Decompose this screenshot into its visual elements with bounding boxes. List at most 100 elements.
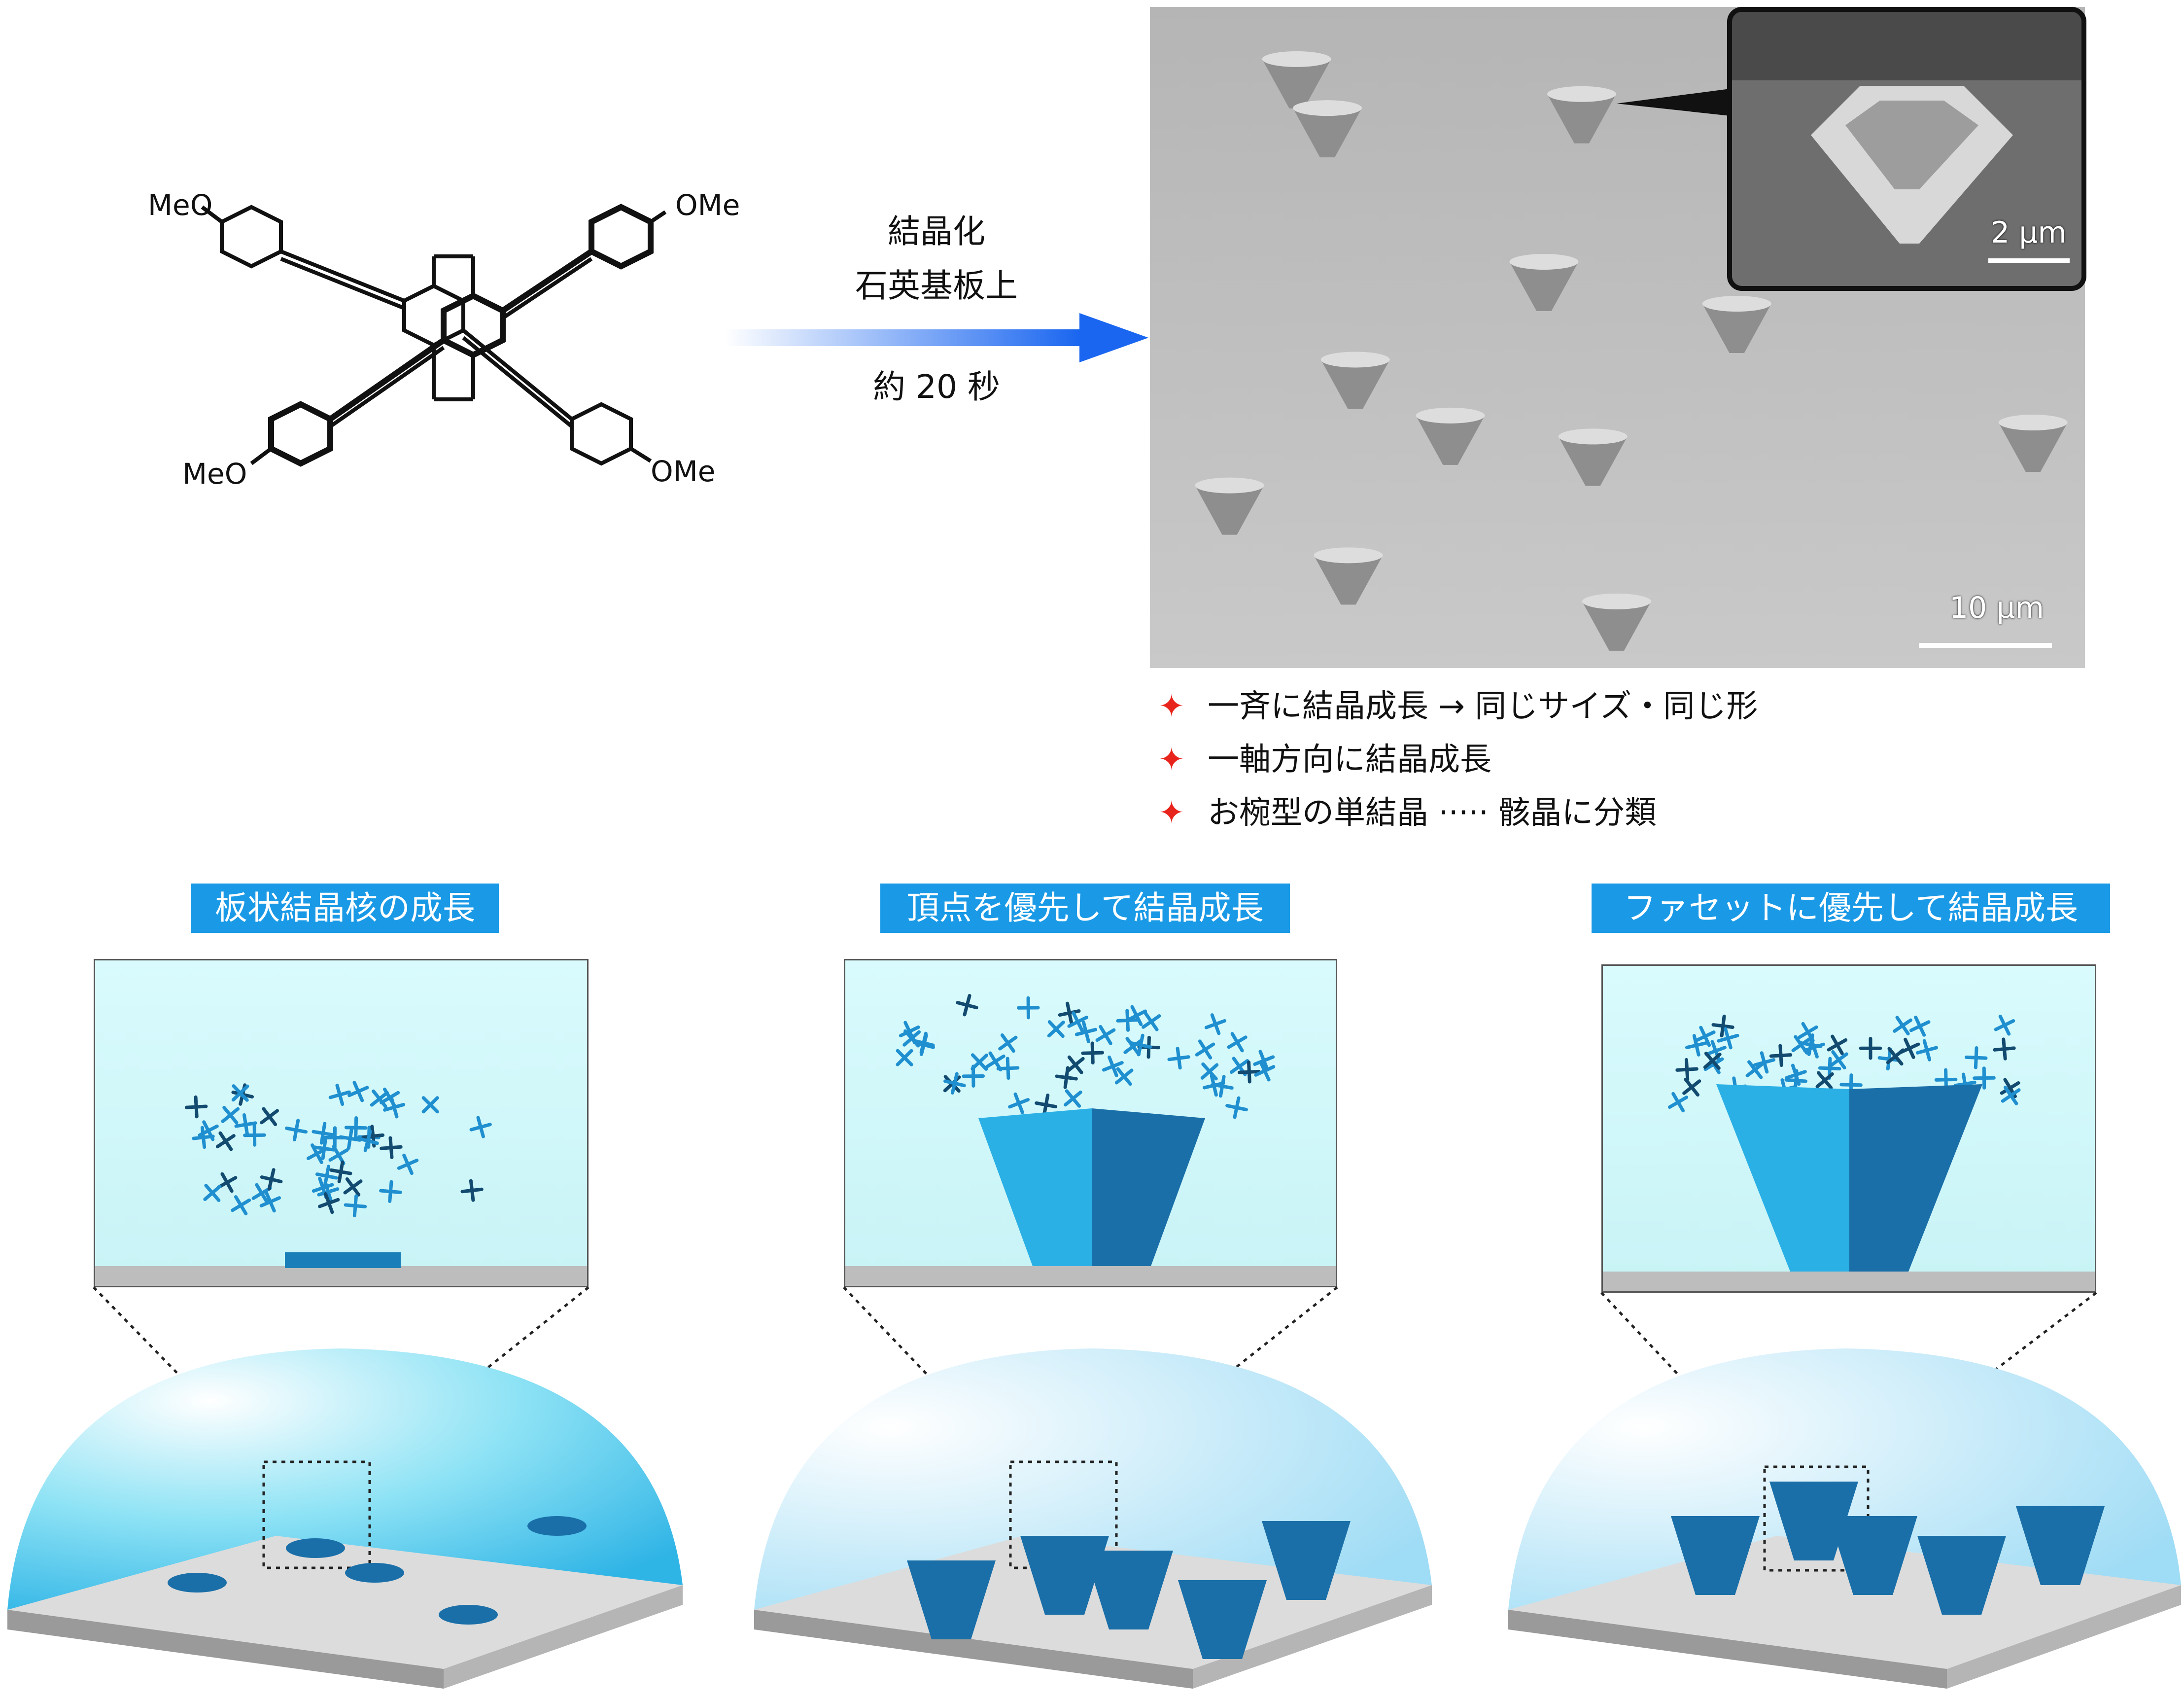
molecule-icon: [1253, 1050, 1275, 1072]
zoom-inset-plate: [94, 959, 589, 1287]
bowl-crystal: [1262, 1521, 1351, 1600]
plate-nucleus: [439, 1605, 498, 1625]
molecule-icon: [1815, 1071, 1834, 1090]
benzene-ring-bottom-left: [268, 401, 333, 467]
molecule-icon: [1899, 1037, 1920, 1059]
molecule-icon: [899, 1021, 920, 1042]
benzene-ring-bottom-right: [570, 402, 633, 466]
substituent-label: MeO: [148, 188, 213, 222]
bullet-text: 一軸方向に結晶成長: [1208, 742, 1491, 778]
molecule-icon: [1016, 996, 1040, 1020]
panel-title-facet-growth: ファセットに優先して結晶成長: [1592, 884, 2110, 933]
bowl-crystal: [1829, 1516, 1917, 1595]
molecule-icon: [1682, 1077, 1701, 1097]
bowl-crystal-rim: [1547, 86, 1617, 102]
molecule-icon: [285, 1119, 308, 1141]
bowl-crystal: [1262, 59, 1331, 108]
molecule-icon: [1667, 1092, 1689, 1113]
molecule-icon: [896, 1049, 913, 1066]
molecule-icon: [962, 1064, 985, 1088]
molecule-icon: [1827, 1034, 1848, 1055]
bullet-star-icon: ✦: [1158, 795, 1185, 831]
panel-title-plate-nucleus: 板状結晶核の成長: [191, 884, 499, 933]
molecule-icon: [1200, 1062, 1219, 1081]
bowl-crystal-rim: [1509, 254, 1579, 270]
molecule-icon: [421, 1096, 439, 1114]
bowl-crystal-rim: [1416, 407, 1485, 424]
dome-2: [754, 1348, 1432, 1689]
dome-3: [1508, 1348, 2181, 1689]
molecule-icon: [347, 1081, 369, 1102]
molecule-icon: [203, 1183, 222, 1202]
molecule-icon: [328, 1083, 351, 1106]
molecule-icon: [1893, 1016, 1913, 1036]
molecule-icon: [1225, 1096, 1248, 1119]
bowl-crystal: [1917, 1536, 2006, 1615]
molecule-structure: [201, 204, 667, 467]
inset-scale-bar: [1988, 258, 2070, 263]
molecule-icon: [260, 1107, 279, 1127]
molecule-icon: [231, 1084, 249, 1102]
scale-bar: [1919, 643, 2052, 648]
bullet-item: ✦一斉に結晶成長 → 同じサイズ・同じ形: [1158, 688, 1758, 726]
bowl-crystal-rim: [1195, 477, 1264, 494]
molecule-icon: [1238, 1060, 1261, 1084]
process-arrow-icon: [725, 313, 1148, 362]
molecule-icon: [1129, 1033, 1152, 1057]
molecule-icon: [1058, 1001, 1081, 1025]
molecule-icon: [1047, 1020, 1065, 1038]
plate-nucleus: [286, 1538, 345, 1558]
bowl-crystal-rim: [1262, 51, 1331, 67]
molecule-icon: [260, 1168, 283, 1191]
panel-title-vertex-growth: 頂点を優先して結晶成長: [880, 884, 1290, 933]
molecule-icon: [344, 1116, 368, 1139]
sem-inset: 2 μm: [1727, 7, 2086, 291]
molecule-icon: [998, 1033, 1018, 1053]
molecule-icon: [344, 1194, 367, 1217]
molecule-icon: [1994, 1015, 2015, 1036]
substituent-label: OMe: [675, 188, 740, 222]
process-label-time: 約 20 秒: [873, 368, 1000, 406]
molecule-icon: [1859, 1036, 1882, 1060]
benzene-ring-top-right: [589, 204, 654, 270]
bowl-crystal: [1702, 304, 1771, 354]
molecule-icon: [1745, 1060, 1765, 1079]
molecule-icon: [356, 1130, 379, 1152]
dome-1: [7, 1348, 683, 1689]
inset-scale-label: 2 μm: [1991, 215, 2067, 250]
bowl-crystal: [1195, 485, 1264, 535]
molecule-icon: [1675, 1058, 1699, 1081]
bowl-crystal: [1293, 108, 1362, 158]
molecule-icon: [251, 1183, 272, 1203]
molecule-icon: [234, 1113, 257, 1136]
plate-nucleus: [345, 1563, 404, 1583]
bowl-crystal: [1509, 262, 1579, 311]
bowl-crystal-rim: [1702, 296, 1771, 312]
bullet-item: ✦一軸方向に結晶成長: [1158, 741, 1491, 779]
molecule-icon: [469, 1116, 492, 1138]
process-label-substrate: 石英基板上: [855, 267, 1018, 305]
cyclophane-ring-back: [402, 283, 465, 348]
molecule-icon: [1195, 1039, 1215, 1060]
plate-nucleus: [168, 1573, 227, 1593]
molecule-icon: [380, 1136, 403, 1159]
bowl-crystal: [1547, 94, 1617, 143]
bowl-crystal-rim: [1293, 100, 1362, 116]
molecule-icon: [1791, 1035, 1811, 1055]
molecule-icon: [1993, 1037, 2016, 1061]
sem-scale-label: 10 μm: [1949, 591, 2045, 625]
molecule-icon: [1915, 1039, 1939, 1062]
molecule-icon: [1095, 1025, 1116, 1045]
bowl-crystal: [1582, 601, 1651, 651]
bowl-crystal-rim: [1582, 593, 1651, 609]
bowl-crystal: [1416, 415, 1485, 465]
molecule-icon: [1877, 1047, 1901, 1071]
molecule-icon: [221, 1105, 240, 1125]
molecule-icon: [312, 1122, 335, 1145]
substituent-label: MeO: [182, 457, 247, 491]
molecule-icon: [1227, 1032, 1248, 1053]
bowl-crystal: [1178, 1580, 1267, 1659]
molecule-icon: [1064, 1089, 1082, 1108]
molecule-icon: [397, 1153, 419, 1175]
molecule-icon: [460, 1179, 484, 1202]
